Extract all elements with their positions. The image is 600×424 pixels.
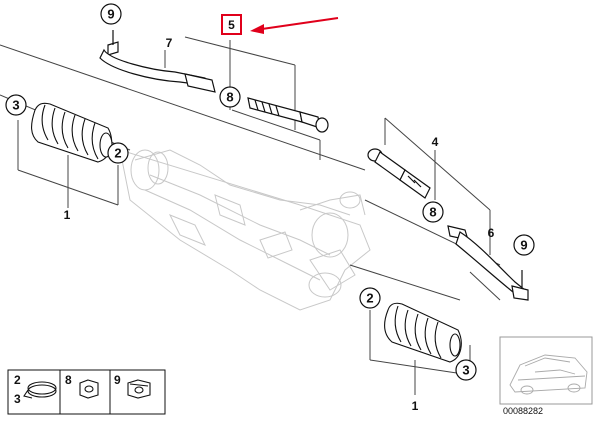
upper-inner-tie-rod (247, 97, 329, 133)
callout-9-top: 9 (100, 3, 122, 25)
upper-tie-rod-end (99, 30, 216, 93)
legend-panel: 2 3 8 9 (7, 369, 166, 415)
diagram-code: 00088282 (503, 406, 543, 416)
label-7: 7 (166, 36, 173, 50)
left-bellows-boot (31, 102, 113, 163)
svg-text:9: 9 (520, 238, 527, 253)
label-6: 6 (488, 226, 495, 240)
reference-lines (0, 44, 501, 301)
callout-8-right: 8 (422, 201, 444, 223)
label-1-bottom: 1 (412, 399, 419, 413)
red-arrow-icon (250, 17, 339, 34)
right-inner-tie-rod (367, 148, 431, 199)
nut-8-icon (79, 379, 99, 399)
upper-assembly-frame (164, 36, 321, 160)
label-1-left: 1 (64, 208, 71, 222)
label-5: 5 (228, 18, 235, 32)
legend-num-2: 2 (14, 373, 21, 387)
svg-text:2: 2 (114, 146, 121, 161)
highlighted-part-5: 5 (221, 14, 242, 35)
bottom-bellows-boot (383, 302, 462, 363)
callout-9-right: 9 (513, 234, 535, 256)
callout-8-upper: 8 (219, 86, 241, 108)
callout-2-left: 2 (107, 142, 129, 164)
nut-9-icon (127, 379, 151, 399)
callout-3-bottom: 3 (455, 359, 477, 381)
label-4: 4 (432, 135, 439, 149)
svg-text:8: 8 (226, 90, 233, 105)
bottom-boot-leaders (369, 310, 471, 395)
hose-clamp-icon (23, 381, 57, 399)
legend-num-3: 3 (14, 392, 21, 406)
right-assembly-frame (384, 117, 501, 301)
vehicle-thumbnail (499, 336, 593, 405)
left-boot-leaders (17, 120, 119, 208)
svg-text:2: 2 (366, 291, 373, 306)
steering-rack-housing (119, 149, 371, 311)
svg-text:3: 3 (462, 363, 469, 378)
legend-num-9: 9 (114, 373, 121, 387)
svg-text:3: 3 (12, 98, 19, 113)
svg-text:8: 8 (429, 205, 436, 220)
svg-text:9: 9 (107, 7, 114, 22)
callout-2-bottom: 2 (359, 287, 381, 309)
right-tie-rod-end (447, 225, 529, 301)
callout-3-left: 3 (5, 94, 27, 116)
legend-num-8: 8 (65, 373, 72, 387)
